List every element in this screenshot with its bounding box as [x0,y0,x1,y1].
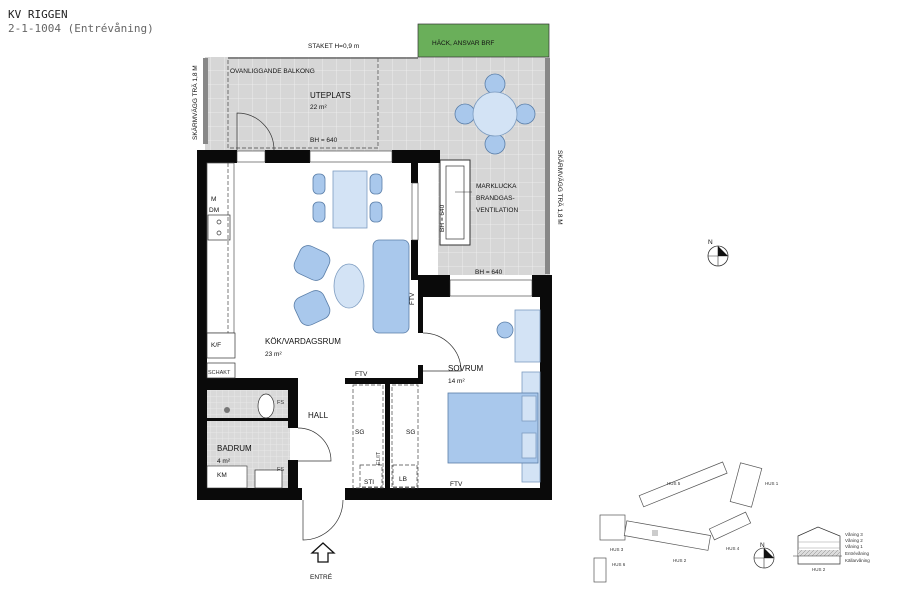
balcony-above-label: OVANLIGGANDE BALKONG [230,68,315,75]
hatch-label: BRANDGAS- [476,195,515,202]
bedroom-area: 14 m² [448,378,465,385]
hatch-label: VENTILATION [476,207,518,214]
dishwasher-label: DM [209,207,219,214]
compass-north-label: N [708,239,713,246]
site-compass-north: N [760,542,765,549]
hatch-label: MARKLUCKA [476,183,517,190]
patio [203,23,550,275]
screen-wall-right-label: SKÄRMVÄGG TRÄ 1,8 M [556,150,564,225]
walls [197,150,552,500]
dining-set [312,170,383,229]
outdoor-table-set [454,73,536,155]
bathroom-fixtures [206,393,283,489]
plan-header: KV RIGGEN 2-1-1004 (Entrévåning) [8,8,154,36]
entrance-door [302,499,344,541]
bathroom-name: BADRUM [217,444,252,453]
section-level: Källarvåning [845,557,870,563]
linen-closet-label: LB [399,476,407,483]
fence-label: STAKET H=0,9 m [308,43,359,50]
fridge-freezer-label: K/F [211,342,221,349]
hall-name: HALL [308,411,329,420]
washing-machine-label: KM [217,472,227,479]
entrance-arrow-icon [310,542,336,563]
closets [352,384,419,489]
ftv-label: FTV [355,371,368,378]
sofa [372,239,410,334]
cleaning-closet-label: STI [364,479,374,486]
screen-wall-left [203,58,208,144]
microwave-label: M [211,196,216,203]
kitchen-counter [206,162,236,379]
entrance-label: ENTRÉ [310,572,333,581]
ftv-label: FTV [409,292,416,305]
screen-wall-left-label: SKÄRMVÄGG TRÄ 1,8 M [191,65,199,140]
wardrobe-label: SG [355,429,364,436]
section-label: HUS 2 [812,567,826,572]
project-title: KV RIGGEN [8,8,68,21]
hedge-label: HÄCK, ANSVAR BRF [432,39,494,47]
building-label: HUS 3 [610,547,624,552]
building-label: HUS 4 [726,546,740,551]
hedge [417,23,550,58]
kitchen-living-name: KÖK/VARDAGSRUM [265,337,341,346]
compass-icon [707,245,729,267]
patio-area: 22 m² [310,104,327,111]
building-label: HUS 5 [667,481,681,486]
windows [236,150,533,297]
sill-height-label: BH = 640 [475,269,503,276]
el-it-label: EL/IT [376,451,382,465]
fs-label: FS [277,400,284,406]
bedroom-name: SOVRUM [448,364,483,373]
wardrobe-label: SG [406,429,415,436]
bedroom-furniture [447,309,541,483]
shaft-label: SCHAKT [208,370,231,376]
fire-vent-hatch [439,159,472,246]
fs-label: FS [277,467,284,473]
patio-name: UTEPLATS [310,91,351,100]
sill-height-label: BH = 640 [310,137,338,144]
site-compass-icon [753,547,775,569]
section-diagram [793,526,842,565]
apartment-id: 2-1-1004 (Entrévåning) [8,22,154,35]
building-label: HUS 1 [765,481,779,486]
ftv-label: FTV [450,481,463,488]
site-plan: HUS 5 HUS 1 HUS 3 HUS 2 HUS 4 HUS 6 N Vå… [593,461,870,583]
kitchen-living-area: 23 m² [265,351,282,358]
section-level: Entrévåning [845,550,870,556]
building-label: HUS 6 [612,562,626,567]
building-label: HUS 2 [673,558,687,563]
section-level: Våning 3 [845,531,863,537]
section-level: Våning 2 [845,537,863,543]
section-level: Våning 1 [845,543,863,549]
sill-height-label: BH = 640 [439,204,446,232]
bathroom-area: 4 m² [217,458,231,465]
screen-wall-right [545,58,550,274]
lounge-set [293,239,410,334]
doors [236,112,462,541]
